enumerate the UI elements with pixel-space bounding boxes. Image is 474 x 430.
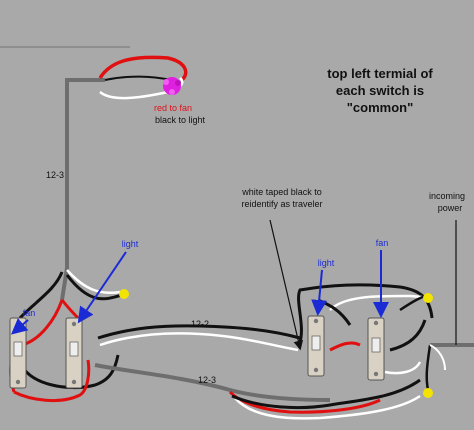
black-wire-right2	[399, 294, 426, 312]
label-fan-left: fan	[23, 308, 36, 318]
cable-12-3-bottom	[94, 363, 331, 402]
wire-nut-yellow-icon	[423, 293, 433, 303]
arrow-light-mid	[311, 269, 328, 316]
label-incoming-line1: incoming	[429, 191, 465, 201]
black-wire-right-top	[297, 283, 434, 343]
arrow-light-left	[77, 251, 127, 324]
label-cable-12-3-bottom: 12-3	[198, 375, 216, 385]
cable-12-2-white	[99, 332, 299, 352]
arrow-white-taped	[269, 219, 304, 351]
note-common-line2: each switch is	[336, 83, 424, 98]
red-wire-left2	[60, 299, 82, 322]
label-cable-12-3-left: 12-3	[46, 170, 64, 180]
label-white-taped-line1: white taped black to	[241, 187, 322, 197]
light-switch-icon	[65, 317, 83, 389]
white-wire-left	[66, 269, 121, 294]
white-wire-right	[384, 361, 422, 375]
label-cable-12-2: 12-2	[191, 319, 209, 329]
label-fan-mid: fan	[376, 238, 389, 248]
wire-nut-yellow-icon	[119, 289, 129, 299]
white-wire-bottom	[234, 394, 421, 420]
label-light-mid: light	[318, 258, 335, 268]
cable-12-2-black	[97, 324, 301, 340]
light-switch-icon	[367, 317, 385, 381]
label-incoming-line2: power	[438, 203, 463, 213]
red-wire-top	[98, 55, 188, 82]
note-common-line1: top left termial of	[327, 66, 433, 81]
red-wire-mid	[329, 341, 361, 352]
light-switch-icon	[9, 317, 27, 389]
light-switch-icon	[307, 315, 325, 377]
label-white-taped-line2: reidentify as traveler	[241, 199, 322, 209]
wire-nut-magenta-icon	[163, 77, 181, 95]
incoming-black	[425, 344, 432, 391]
black-wire-top	[104, 75, 173, 81]
black-wire-right	[389, 319, 427, 352]
black-wire-left	[18, 271, 64, 320]
label-red-to-fan: red to fan	[154, 103, 192, 113]
black-wire-to-nut	[65, 274, 123, 301]
label-black-to-light: black to light	[155, 115, 206, 125]
black-wire-bottom	[231, 378, 421, 410]
incoming-white	[429, 344, 446, 371]
label-light-left: light	[122, 239, 139, 249]
note-common-line3: "common"	[347, 100, 414, 115]
cable-12-3-vertical	[60, 78, 69, 301]
red-wire-left-bottom	[13, 359, 91, 402]
wire-nut-yellow-icon	[423, 388, 433, 398]
arrow-fan-left	[10, 318, 29, 335]
